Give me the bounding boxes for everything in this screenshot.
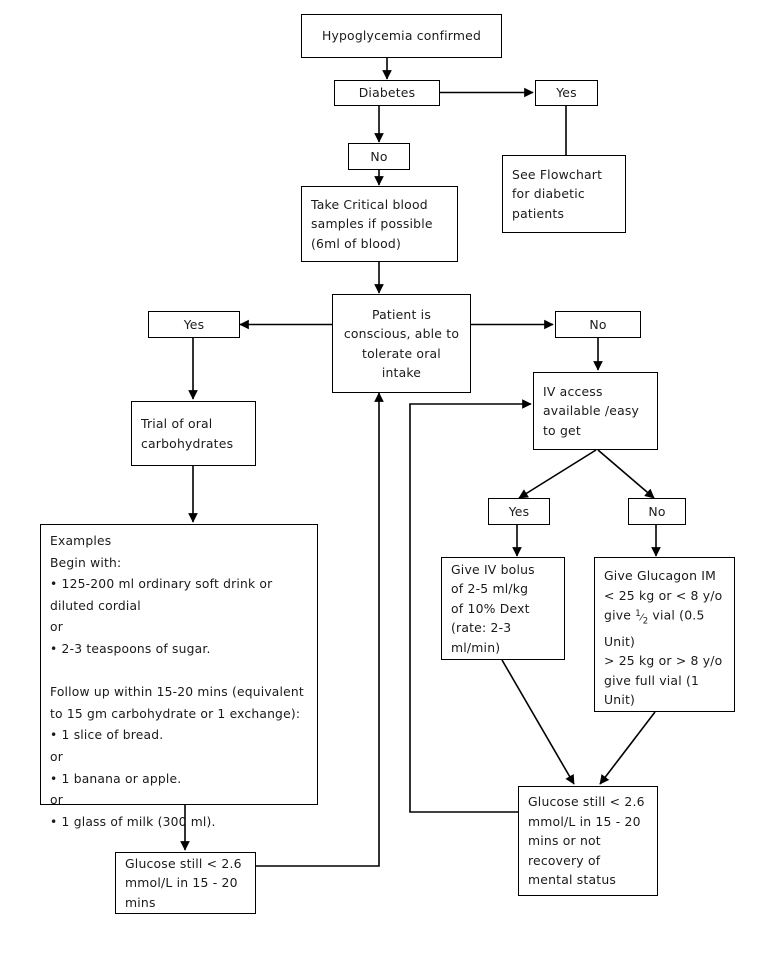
- examples-or-3: or: [50, 793, 63, 808]
- examples-item-3: • 1 slice of bread.: [50, 728, 164, 743]
- node-iv-no: No: [628, 498, 686, 525]
- node-label: Yes: [183, 316, 205, 332]
- glucagon-line-5: > 25 kg or > 8 y/o: [604, 653, 723, 669]
- glucagon-line-1: Give Glucagon IM: [604, 568, 717, 583]
- examples-or-2: or: [50, 749, 63, 764]
- glucagon-give-text: give: [604, 607, 636, 623]
- node-iv-yes: Yes: [488, 498, 550, 525]
- examples-item-4: • 1 banana or apple.: [50, 771, 182, 786]
- node-diabetes-yes: Yes: [535, 80, 598, 106]
- examples-followup-line-1: Follow up within 15-20 mins (equivalent: [50, 685, 304, 700]
- glucagon-vial-text: vial (0.5: [648, 607, 705, 623]
- node-hypoglycemia-confirmed: Hypoglycemia confirmed: [301, 14, 502, 58]
- node-label: No: [648, 503, 666, 519]
- examples-item-1-cont: diluted cordial: [50, 598, 141, 613]
- fraction-denominator: 2: [642, 616, 649, 627]
- node-label: No: [370, 148, 388, 164]
- node-give-iv-bolus: Give IV bolus of 2-5 ml/kg of 10% Dext (…: [441, 557, 565, 660]
- node-label: IV access available /easy to get: [543, 383, 640, 438]
- node-label: Yes: [556, 85, 577, 101]
- node-diabetes-no: No: [348, 143, 410, 170]
- node-iv-access: IV access available /easy to get: [533, 372, 658, 450]
- node-label: Diabetes: [358, 85, 416, 101]
- node-label: No: [589, 316, 607, 332]
- examples-spacer: [50, 661, 54, 683]
- node-trial-oral-carbohydrates: Trial of oral carbohydrates: [131, 401, 256, 466]
- examples-item-1: • 125-200 ml ordinary soft drink or: [50, 577, 273, 592]
- node-diabetes: Diabetes: [334, 80, 440, 106]
- node-glucose-still-low-left: Glucose still < 2.6 mmol/L in 15 - 20 mi…: [115, 852, 256, 914]
- node-label: Glucose still < 2.6 mmol/L in 15 - 20 mi…: [528, 794, 645, 888]
- node-give-glucagon-im: Give Glucagon IM < 25 kg or < 8 y/o give…: [594, 557, 735, 712]
- examples-followup-line-2: to 15 gm carbohydrate or 1 exchange):: [50, 706, 301, 721]
- node-label: Patient is conscious, able to tolerate o…: [343, 306, 460, 381]
- node-take-critical-samples: Take Critical blood samples if possible …: [301, 186, 458, 262]
- node-glucose-still-low-right: Glucose still < 2.6 mmol/L in 15 - 20 mi…: [518, 786, 658, 896]
- examples-item-5: • 1 glass of milk (300 ml).: [50, 814, 216, 829]
- node-label: Yes: [508, 503, 530, 519]
- node-conscious-no: No: [555, 311, 641, 338]
- glucagon-line-6: give full vial (1: [604, 672, 700, 688]
- node-label: Hypoglycemia confirmed: [321, 28, 482, 44]
- node-label: See Flowchart for diabetic patients: [512, 166, 603, 221]
- examples-or-1: or: [50, 620, 63, 635]
- examples-begin-with: Begin with:: [50, 555, 122, 570]
- glucagon-line-4: Unit): [604, 633, 636, 649]
- examples-item-2: • 2-3 teaspoons of sugar.: [50, 641, 211, 656]
- node-label: Give IV bolus of 2-5 ml/kg of 10% Dext (…: [451, 561, 535, 655]
- node-examples: Examples Begin with: • 125-200 ml ordina…: [40, 524, 318, 829]
- fraction-numerator: 1: [635, 609, 641, 619]
- glucagon-line-3: give 1⁄2 vial (0.5: [604, 605, 705, 632]
- node-label: Trial of oral carbohydrates: [141, 416, 234, 451]
- node-conscious-yes: Yes: [148, 311, 240, 338]
- examples-heading: Examples: [50, 534, 112, 548]
- node-label: Take Critical blood samples if possible …: [311, 196, 433, 251]
- half-fraction: 1⁄2: [635, 609, 649, 627]
- node-see-flowchart: See Flowchart for diabetic patients: [502, 155, 626, 233]
- glucagon-line-2: < 25 kg or < 8 y/o: [604, 587, 723, 603]
- node-patient-conscious: Patient is conscious, able to tolerate o…: [332, 294, 471, 393]
- node-label: Glucose still < 2.6 mmol/L in 15 - 20 mi…: [125, 855, 242, 910]
- glucagon-line-7: Unit): [604, 692, 636, 708]
